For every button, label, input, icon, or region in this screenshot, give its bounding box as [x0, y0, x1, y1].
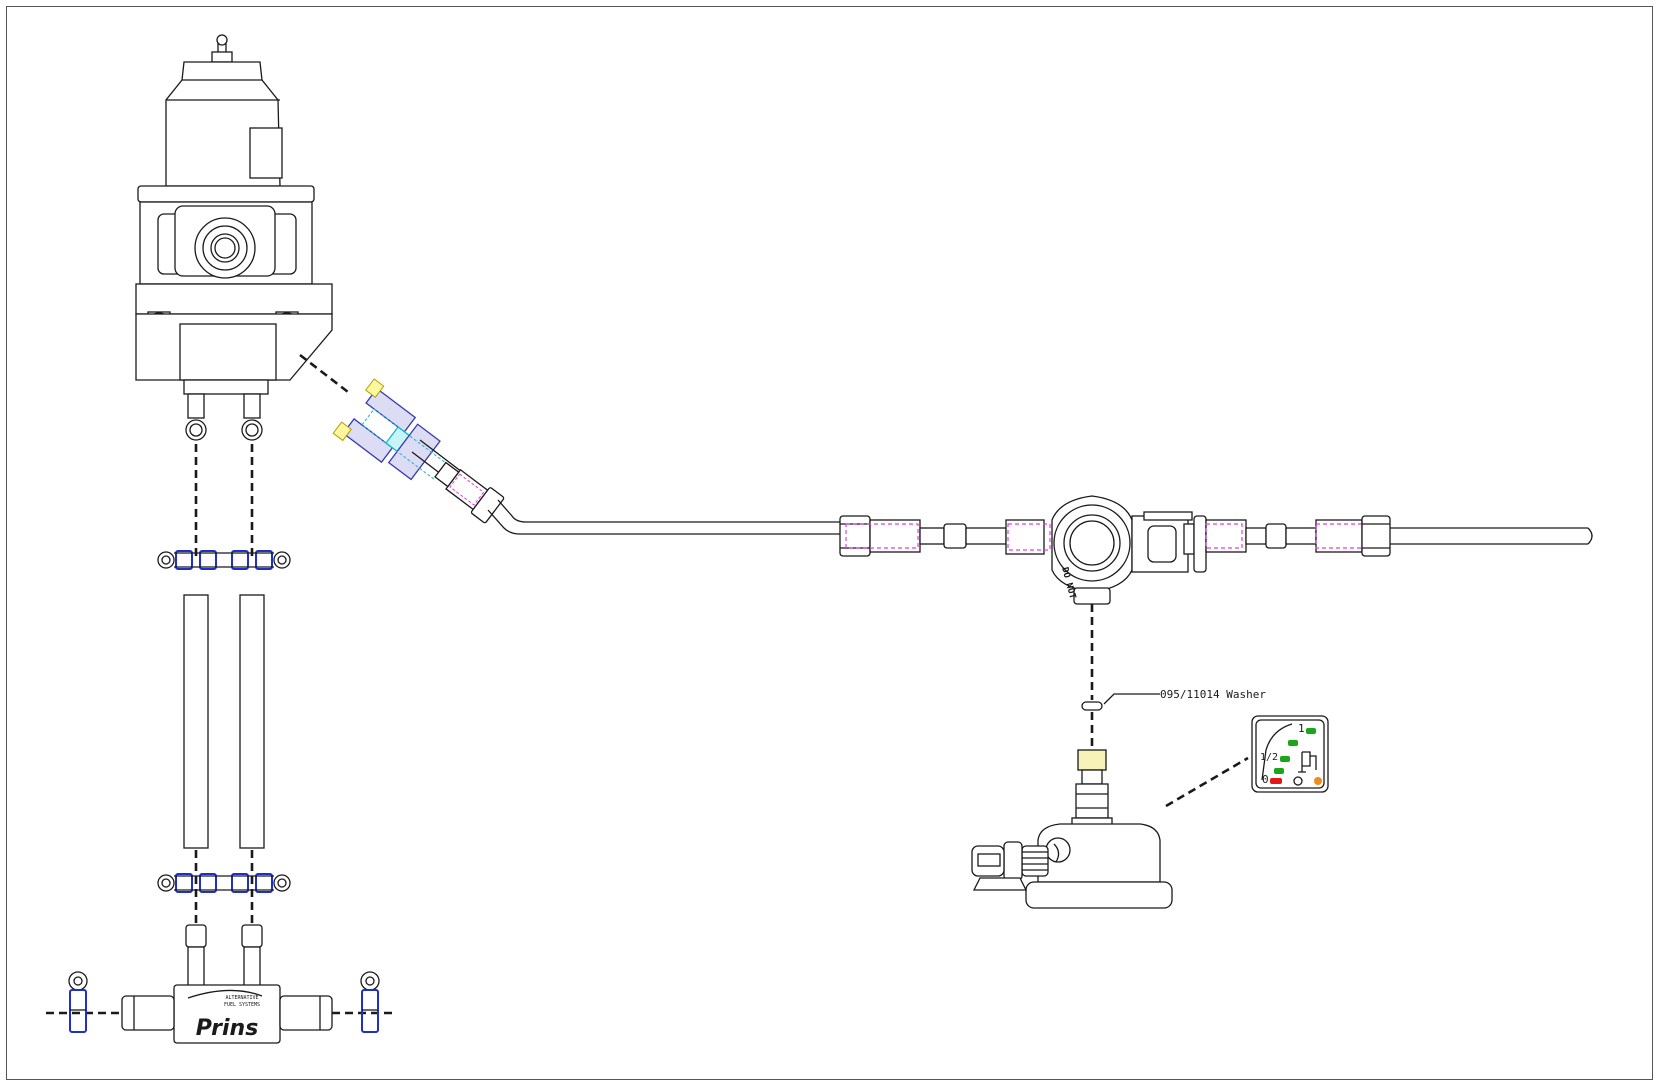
guide-line [1165, 756, 1249, 808]
prins-logo-brand: Prins [196, 1016, 259, 1041]
drawing-frame [6, 6, 1653, 1080]
level-sensor [971, 749, 1173, 909]
pipe-nut-left [839, 515, 1007, 557]
side-clamp-right [360, 971, 380, 1033]
pressure-regulator [135, 34, 333, 441]
gauge-label-full: 1 [1298, 722, 1305, 735]
angled-pipe-nut [411, 439, 840, 535]
washer-leader-line [1103, 693, 1160, 705]
washer [1081, 701, 1103, 711]
side-clamp-left [68, 971, 88, 1033]
lpg-filter-solenoid: DO NOT [1005, 495, 1247, 605]
washer-callout-label: 095/11014 Washer [1160, 688, 1266, 701]
led-off [1293, 776, 1303, 786]
prins-logo-tagline-1: ALTERNATIVE [225, 995, 258, 1001]
gauge-label-empty: 0 [1262, 773, 1269, 786]
led-half [1280, 756, 1290, 762]
fuel-level-indicator: 1 1/2 0 [1251, 715, 1329, 793]
led-reserve [1270, 778, 1282, 784]
prins-logo-tagline-2: FUEL SYSTEMS [224, 1002, 260, 1008]
pipe-nut-right [1245, 515, 1593, 557]
led-quarter [1274, 768, 1284, 774]
hose-clamp-row-upper [157, 550, 291, 570]
led-three-quarter [1288, 740, 1298, 746]
angled-fitting-sectioned [332, 378, 447, 481]
gauge-label-half: 1/2 [1260, 752, 1278, 763]
rubber-hose-pair [183, 594, 265, 849]
led-full [1306, 728, 1316, 734]
t-piece-connector: Prins ALTERNATIVE FUEL SYSTEMS [121, 924, 333, 1044]
led-lpg-mode [1314, 777, 1322, 785]
guide-line [299, 353, 349, 394]
hose-clamp-row-lower [157, 873, 291, 893]
